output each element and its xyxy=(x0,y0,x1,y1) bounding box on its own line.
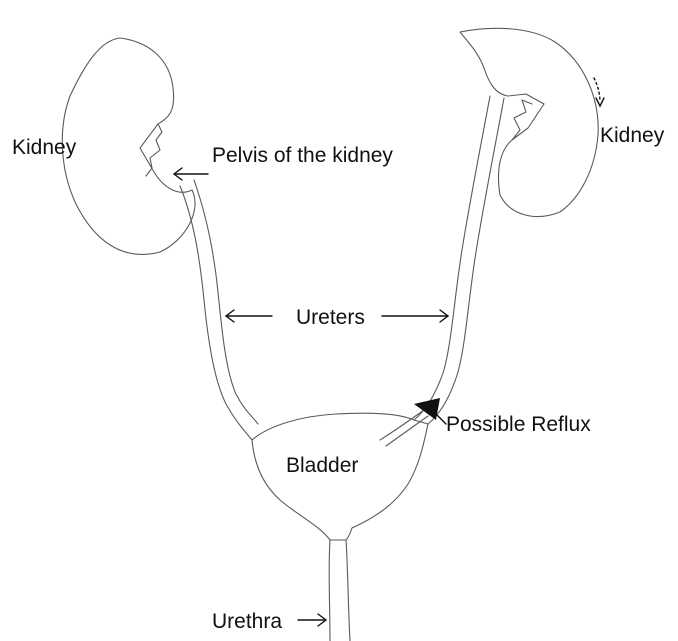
bladder-label: Bladder xyxy=(286,454,358,477)
reflux-label: Possible Reflux xyxy=(446,413,591,436)
urethra-left-wall xyxy=(329,540,330,641)
pelvis-label: Pelvis of the kidney xyxy=(212,144,393,167)
right-ureter-outer-wall xyxy=(414,96,490,420)
left-renal-pelvis xyxy=(146,124,162,176)
right-ureter-inner-wall xyxy=(428,98,504,424)
left-ureter-inner-wall xyxy=(194,180,258,424)
kidney-right-label: Kidney xyxy=(600,124,665,147)
left-ureter-outer-wall xyxy=(180,186,252,440)
urethra-right-wall xyxy=(346,540,350,641)
left-kidney-outline xyxy=(62,38,195,254)
right-kidney-pointer xyxy=(594,78,600,102)
urethra-label: Urethra xyxy=(212,610,282,633)
right-kidney-outline xyxy=(460,28,598,216)
reflux-channel-inner xyxy=(386,416,428,446)
ureters-label: Ureters xyxy=(296,306,365,329)
right-renal-pelvis xyxy=(512,100,532,140)
kidney-left-label: Kidney xyxy=(12,136,77,159)
